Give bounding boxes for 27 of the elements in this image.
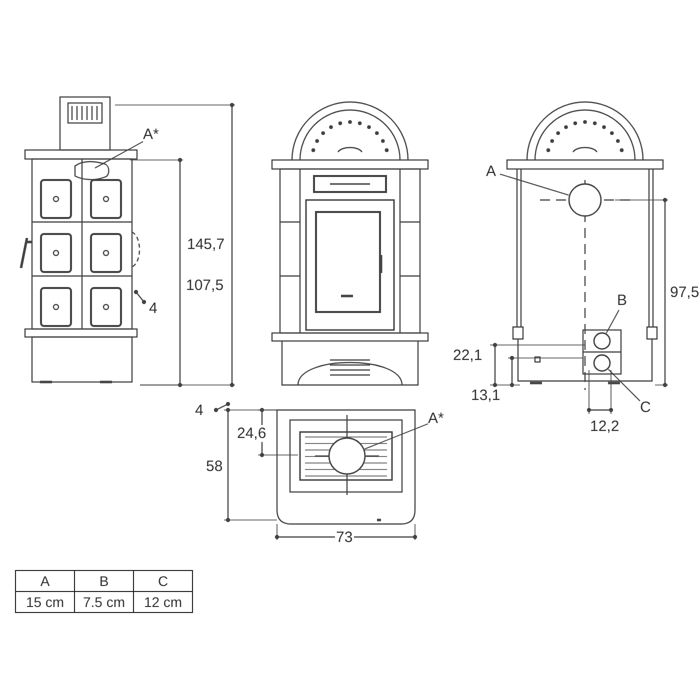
callout-letter: A xyxy=(486,163,496,180)
size-key-letter: B xyxy=(74,570,134,592)
dimension-label: 24,6 xyxy=(236,425,268,442)
leader-line xyxy=(500,174,570,196)
size-key-letter: C xyxy=(134,570,192,592)
leader-line xyxy=(606,310,620,334)
leader-line xyxy=(94,141,144,168)
dimension-label: 22,1 xyxy=(452,347,484,364)
callout-letter: B xyxy=(617,292,628,309)
dimension-label: 145,7 xyxy=(186,236,226,253)
dimension-label: 107,5 xyxy=(185,277,225,294)
dimension-label: 12,2 xyxy=(589,418,620,435)
size-value: 15 cm xyxy=(16,592,74,612)
callout-letter: A* xyxy=(143,126,159,143)
callout-letter: A* xyxy=(428,410,444,427)
pipe-opening xyxy=(328,437,366,475)
dimension-label: 97,5 xyxy=(669,284,700,301)
size-key-letter: A xyxy=(16,570,74,592)
pipe-opening xyxy=(593,354,611,372)
size-value: 7.5 cm xyxy=(74,592,134,612)
pipe-opening xyxy=(593,332,611,350)
leader-line xyxy=(608,368,640,402)
dimension-label: 13,1 xyxy=(470,387,502,404)
leader-line xyxy=(364,423,428,450)
size-value: 12 cm xyxy=(134,592,192,612)
pipe-opening xyxy=(568,183,602,217)
callout-letter: C xyxy=(640,399,651,416)
